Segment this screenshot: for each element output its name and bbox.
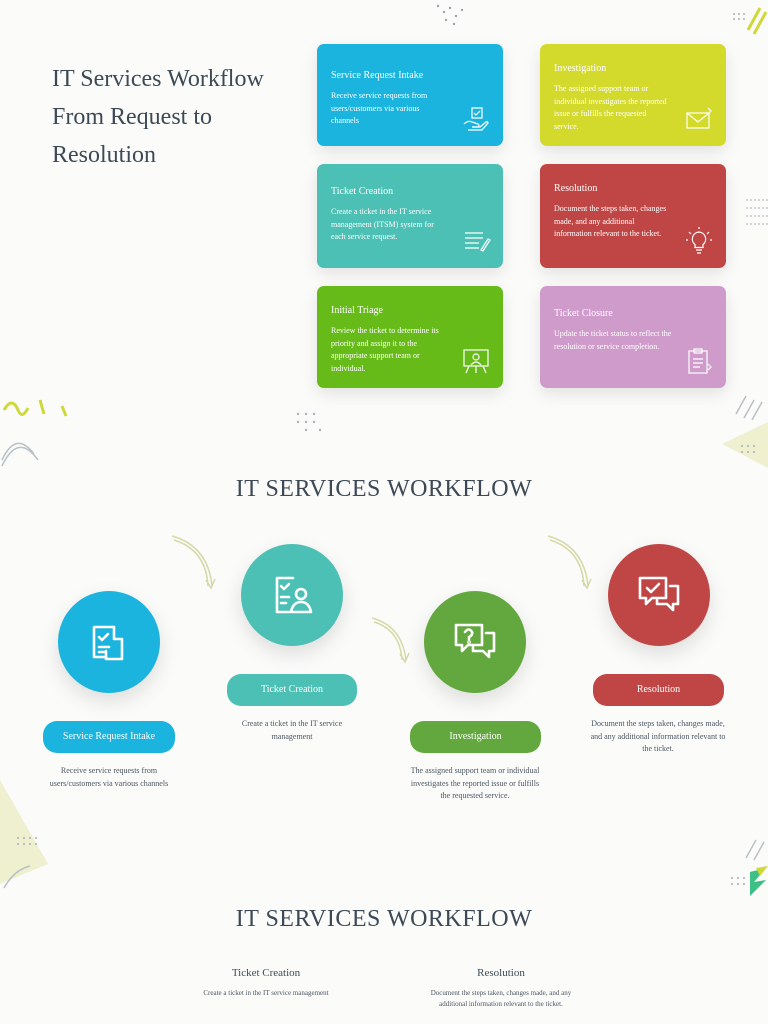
step-label-ticket-creation: Ticket Creation bbox=[227, 674, 357, 706]
hand-heart-icon bbox=[463, 107, 489, 131]
card-title: Initial Triage bbox=[331, 305, 383, 316]
document-checklist-icon bbox=[92, 625, 124, 661]
card-desc: Update the ticket status to reflect the … bbox=[554, 329, 672, 351]
step-label-investigation: Investigation bbox=[410, 721, 541, 753]
email-icon bbox=[686, 107, 712, 129]
step-circle-investigation bbox=[424, 591, 526, 693]
section1-title-line3: Resolution bbox=[52, 142, 157, 168]
card-investigation: Investigation The assigned support team … bbox=[540, 44, 726, 146]
card-ticket-closure: Ticket Closure Update the ticket status … bbox=[540, 286, 726, 388]
list-pen-icon bbox=[465, 232, 491, 252]
section3-item-title-ticket-creation: Ticket Creation bbox=[231, 967, 301, 979]
section1-title-line2: From Request to bbox=[52, 104, 212, 130]
step-desc-ticket-creation: Create a ticket in the IT service manage… bbox=[241, 719, 343, 741]
section2-title: IT SERVICES WORKFLOW bbox=[235, 476, 533, 502]
card-title: Service Request Intake bbox=[331, 70, 424, 81]
step-desc-investigation: The assigned support team or individual … bbox=[410, 766, 540, 800]
decorative-triangle-left bbox=[0, 780, 48, 889]
question-chat-icon bbox=[454, 623, 496, 659]
decorative-triangle-right bbox=[722, 395, 768, 468]
section3-item-title-resolution: Resolution bbox=[477, 967, 525, 979]
card-title: Ticket Creation bbox=[331, 186, 394, 197]
lightbulb-icon bbox=[686, 227, 712, 254]
connector-arrow-2 bbox=[371, 617, 410, 664]
step-desc-resolution: Document the steps taken, changes made, … bbox=[590, 719, 726, 753]
decorative-leaf-top bbox=[436, 4, 464, 26]
connector-arrow-3 bbox=[547, 535, 592, 590]
decorative-swirl-left bbox=[1, 399, 68, 467]
section3-title: IT SERVICES WORKFLOW bbox=[235, 906, 533, 932]
card-resolution: Resolution Document the steps taken, cha… bbox=[540, 164, 726, 268]
card-title: Ticket Closure bbox=[554, 308, 613, 319]
card-initial-triage: Initial Triage Review the ticket to dete… bbox=[317, 286, 503, 388]
step-circle-ticket-creation bbox=[241, 544, 343, 646]
section1-title-line1: IT Services Workflow bbox=[52, 66, 264, 92]
decorative-dots-center bbox=[296, 412, 322, 432]
card-desc: Receive service requests from users/cust… bbox=[331, 91, 428, 125]
presentation-icon bbox=[463, 349, 489, 374]
decorative-dashes-right bbox=[746, 199, 768, 225]
step-label-service-request-intake: Service Request Intake bbox=[43, 721, 175, 753]
connector-arrow-1 bbox=[171, 535, 216, 590]
card-desc: Review the ticket to determine its prior… bbox=[331, 326, 439, 373]
card-title: Investigation bbox=[554, 63, 607, 74]
section1-title: IT Services Workflow From Request to Res… bbox=[52, 60, 312, 174]
card-desc: The assigned support team or individual … bbox=[554, 84, 667, 131]
decorative-zigzag-right bbox=[731, 839, 768, 896]
step-circle-service-request-intake bbox=[58, 591, 160, 693]
section3-item-desc-ticket-creation: Create a ticket in the IT service manage… bbox=[203, 989, 329, 997]
card-service-request-intake: Service Request Intake Receive service r… bbox=[317, 44, 503, 146]
decorative-stripes-top-right bbox=[733, 7, 768, 35]
clipboard-icon bbox=[688, 348, 712, 374]
section3-item-desc-resolution: Document the steps taken, changes made, … bbox=[430, 989, 572, 1008]
check-chat-icon bbox=[638, 576, 680, 612]
step-label-resolution: Resolution bbox=[593, 674, 724, 706]
card-desc: Document the steps taken, changes made, … bbox=[554, 204, 667, 238]
step-circle-resolution bbox=[608, 544, 710, 646]
checklist-user-icon bbox=[275, 576, 313, 614]
card-title: Resolution bbox=[554, 183, 598, 194]
step-desc-service-request-intake: Receive service requests from users/cust… bbox=[49, 766, 169, 788]
card-desc: Create a ticket in the IT service manage… bbox=[331, 207, 434, 241]
card-ticket-creation: Ticket Creation Create a ticket in the I… bbox=[317, 164, 503, 268]
